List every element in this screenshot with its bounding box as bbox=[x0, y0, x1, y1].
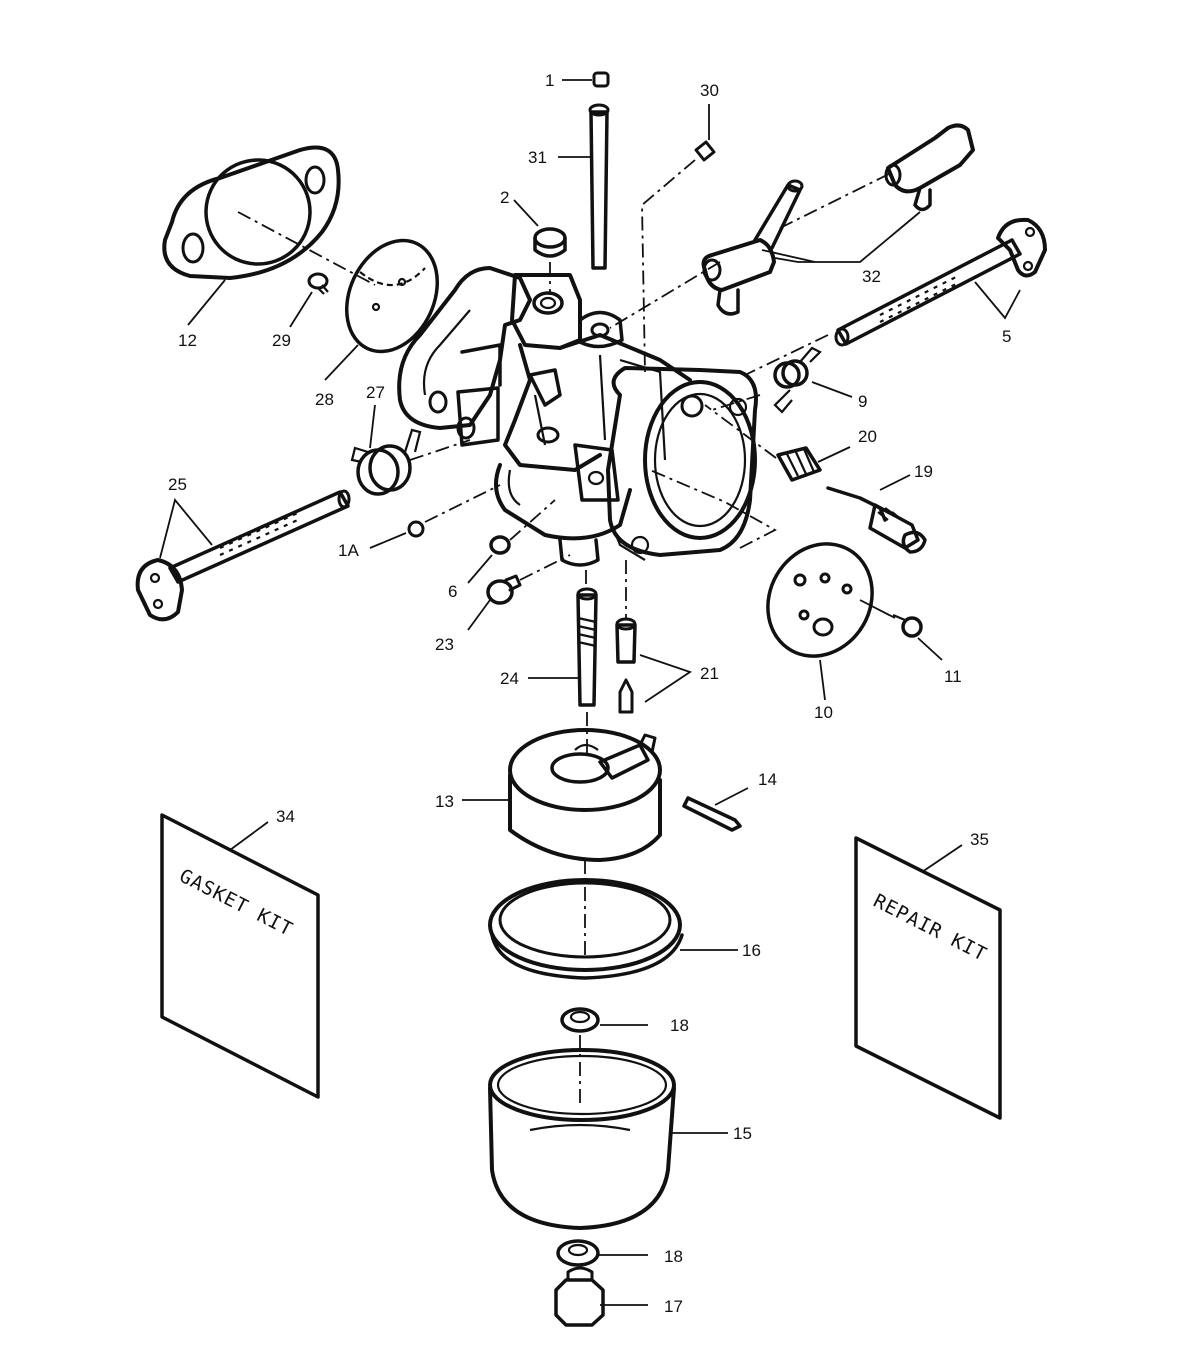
callout-9: 9 bbox=[858, 392, 867, 411]
part-23-screw bbox=[467, 554, 571, 631]
part-14-float-pin bbox=[682, 787, 749, 832]
part-10-plate bbox=[649, 469, 874, 701]
callout-labels: 1 30 31 2 32 12 29 5 28 27 9 20 19 25 1A… bbox=[168, 71, 1011, 1316]
callout-6: 6 bbox=[448, 582, 457, 601]
part-35-repair-kit: REPAIR KIT bbox=[854, 836, 1002, 1120]
callout-11: 11 bbox=[944, 667, 962, 686]
part-25-throttle-shaft bbox=[135, 489, 351, 622]
callout-23: 23 bbox=[435, 635, 454, 654]
callout-25: 25 bbox=[168, 475, 187, 494]
part-30-plug bbox=[641, 104, 716, 373]
callout-21: 21 bbox=[700, 664, 719, 683]
callout-2: 2 bbox=[500, 188, 509, 207]
callout-15: 15 bbox=[733, 1124, 752, 1143]
callout-5: 5 bbox=[1002, 327, 1011, 346]
part-13-float bbox=[462, 712, 662, 862]
callout-27: 27 bbox=[366, 383, 385, 402]
callout-14: 14 bbox=[758, 770, 777, 789]
part-5-choke-shaft bbox=[744, 217, 1047, 376]
callout-1: 1 bbox=[545, 71, 554, 90]
callout-28: 28 bbox=[315, 390, 334, 409]
part-29-screw bbox=[289, 272, 329, 328]
part-17-bowl-nut bbox=[554, 1266, 648, 1327]
part-1-cap bbox=[562, 71, 610, 88]
part-9-spring bbox=[711, 346, 853, 414]
part-20-spring bbox=[704, 404, 851, 482]
callout-35: 35 bbox=[970, 830, 989, 849]
part-21-needle-seat bbox=[615, 560, 693, 714]
callout-24: 24 bbox=[500, 669, 519, 688]
callout-32: 32 bbox=[862, 267, 881, 286]
part-18-washer-upper bbox=[560, 1007, 648, 1033]
part-12-flange-gasket bbox=[162, 145, 376, 326]
callout-16: 16 bbox=[742, 941, 761, 960]
callout-19: 19 bbox=[914, 462, 933, 481]
callout-29: 29 bbox=[272, 331, 291, 350]
part-34-gasket-kit: GASKET KIT bbox=[160, 813, 320, 1099]
part-24-jet-post bbox=[528, 570, 598, 707]
part-19-needle-valve bbox=[826, 474, 927, 554]
repair-kit-label: REPAIR KIT bbox=[870, 890, 991, 966]
part-31-tube bbox=[558, 103, 610, 270]
part-32-fuel-fitting bbox=[609, 123, 975, 329]
callout-13: 13 bbox=[435, 792, 454, 811]
part-28-throttle-plate bbox=[324, 238, 440, 381]
carburetor-body bbox=[397, 266, 758, 567]
callout-34: 34 bbox=[276, 807, 295, 826]
callout-17: 17 bbox=[664, 1297, 683, 1316]
part-16-bowl-gasket bbox=[488, 860, 738, 980]
callout-18-lower: 18 bbox=[664, 1247, 683, 1266]
callout-30: 30 bbox=[700, 81, 719, 100]
part-2-plug bbox=[513, 199, 567, 295]
callout-12: 12 bbox=[178, 331, 197, 350]
part-27-spring bbox=[350, 404, 471, 496]
part-18-washer-lower bbox=[556, 1239, 648, 1267]
callout-10: 10 bbox=[814, 703, 833, 722]
callout-20: 20 bbox=[858, 427, 877, 446]
callout-1A: 1A bbox=[338, 541, 359, 560]
part-1A-ball bbox=[369, 484, 501, 549]
callout-31: 31 bbox=[528, 148, 547, 167]
part-6-clip bbox=[467, 499, 556, 584]
callout-18-upper: 18 bbox=[670, 1016, 689, 1035]
part-15-float-bowl bbox=[488, 1035, 728, 1230]
part-11-screw bbox=[859, 599, 943, 661]
